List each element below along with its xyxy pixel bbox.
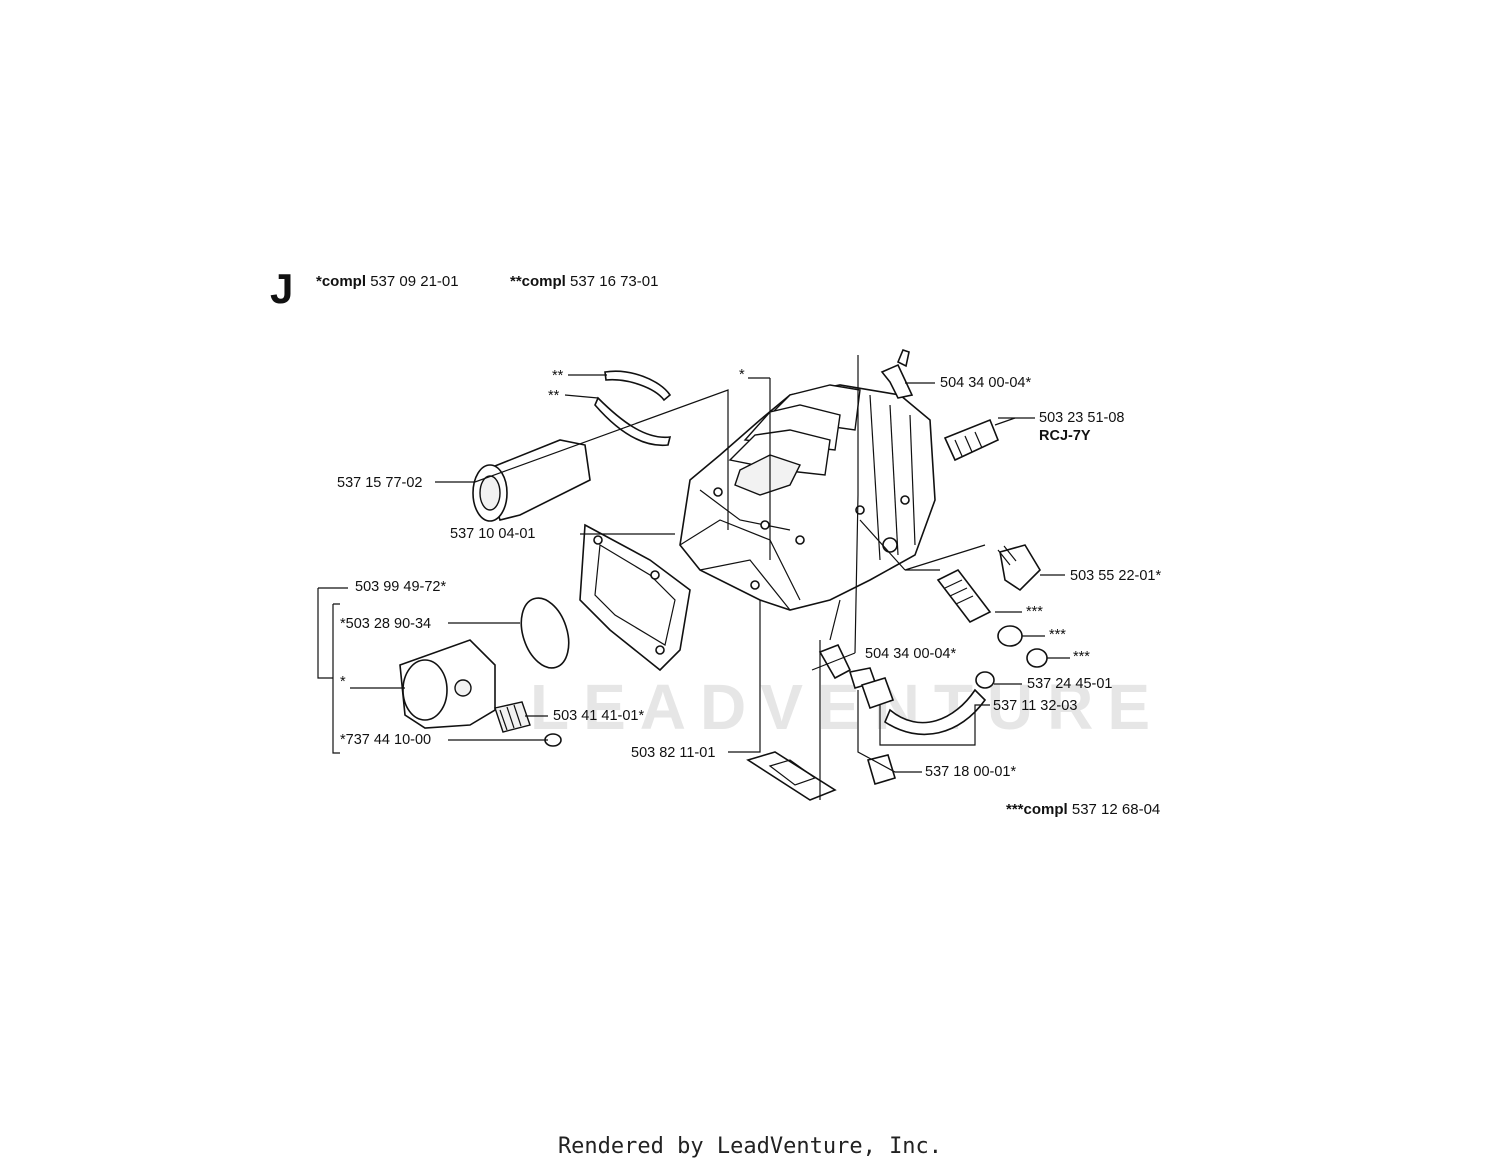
- label-part-503289034[interactable]: *503 28 90-34: [340, 616, 432, 632]
- impulse-hose-drawing: [884, 688, 987, 736]
- compl-triple-prefix: ***compl: [1006, 801, 1068, 818]
- footer-credit: Rendered by LeadVenture, Inc.: [557, 1134, 943, 1159]
- cylinder-gasket-drawing: [579, 523, 691, 672]
- label-part-503994972[interactable]: 503 99 49-72*: [355, 579, 447, 595]
- label-part-503552201[interactable]: 503 55 22-01*: [1070, 568, 1162, 584]
- label-part-537100401[interactable]: 537 10 04-01: [450, 526, 536, 542]
- label-part-503235108[interactable]: 503 23 51-08: [1039, 410, 1125, 426]
- label-part-503821101[interactable]: 503 82 11-01: [631, 745, 716, 761]
- compl-single-note: *compl 537 09 21-01: [316, 273, 459, 290]
- label-part-rcj7y[interactable]: RCJ-7Y: [1039, 429, 1091, 444]
- spark-plug-drawing: [943, 417, 1016, 462]
- clamp-upper-drawing: [604, 370, 672, 402]
- compl-double-note: **compl 537 16 73-01: [510, 273, 658, 290]
- intake-manifold-drawing: [472, 439, 591, 522]
- exhaust-gasket-drawing: [746, 751, 837, 801]
- watermark: LEADVENTURE: [530, 671, 1165, 743]
- label-part-504340004-top[interactable]: 504 34 00-04*: [940, 375, 1032, 391]
- connector-drawing: [860, 677, 895, 710]
- piston-ring-drawing: [520, 597, 570, 669]
- nipple-upper-drawing: [880, 349, 914, 399]
- washer-upper-drawing: [997, 625, 1023, 647]
- leader-lines: [317, 355, 1070, 800]
- label-part-737441000[interactable]: *737 44 10-00: [340, 732, 432, 748]
- label-rcj7y-text: RCJ-7Y: [1039, 428, 1091, 444]
- needle-bearing-drawing: [494, 701, 531, 733]
- sheet-letter: J: [270, 265, 294, 312]
- label-nut-triple-star: ***: [1073, 649, 1090, 665]
- filter-drawing: [866, 754, 896, 785]
- compl-triple-number: 537 12 68-04: [1071, 801, 1161, 818]
- plug-screw-drawing: [997, 544, 1042, 592]
- label-cylinder-star: *: [739, 367, 745, 383]
- label-washer-triple-star: ***: [1049, 627, 1066, 643]
- compl-double-number: 537 16 73-01: [570, 273, 659, 290]
- label-clamp-upper: **: [552, 368, 564, 384]
- label-part-537157702[interactable]: 537 15 77-02: [337, 475, 423, 491]
- label-piston-star: *: [340, 674, 346, 690]
- washer-lower-drawing: [1026, 648, 1048, 668]
- valve-fitting-drawing: [936, 568, 992, 624]
- label-part-537180001[interactable]: 537 18 00-01*: [925, 764, 1017, 780]
- compl-double-prefix: **compl: [510, 273, 566, 290]
- clamp-lower-drawing: [594, 396, 672, 447]
- hose-clamp-drawing: [975, 671, 995, 689]
- label-clamp-lower: **: [548, 388, 560, 404]
- label-fitting-triple-star: ***: [1026, 604, 1043, 620]
- compl-single-prefix: *compl: [316, 273, 367, 290]
- label-part-503414101[interactable]: 503 41 41-01*: [553, 708, 645, 724]
- label-part-504340004-mid[interactable]: 504 34 00-04*: [865, 646, 957, 662]
- compl-single-number: 537 09 21-01: [370, 273, 459, 290]
- label-part-537113203[interactable]: 537 11 32-03: [993, 698, 1078, 714]
- cylinder-drawing: [679, 384, 936, 611]
- piston-drawing: [399, 639, 496, 729]
- label-part-537244501[interactable]: 537 24 45-01: [1027, 676, 1113, 692]
- compl-triple-note: ***compl 537 12 68-04: [1006, 801, 1160, 818]
